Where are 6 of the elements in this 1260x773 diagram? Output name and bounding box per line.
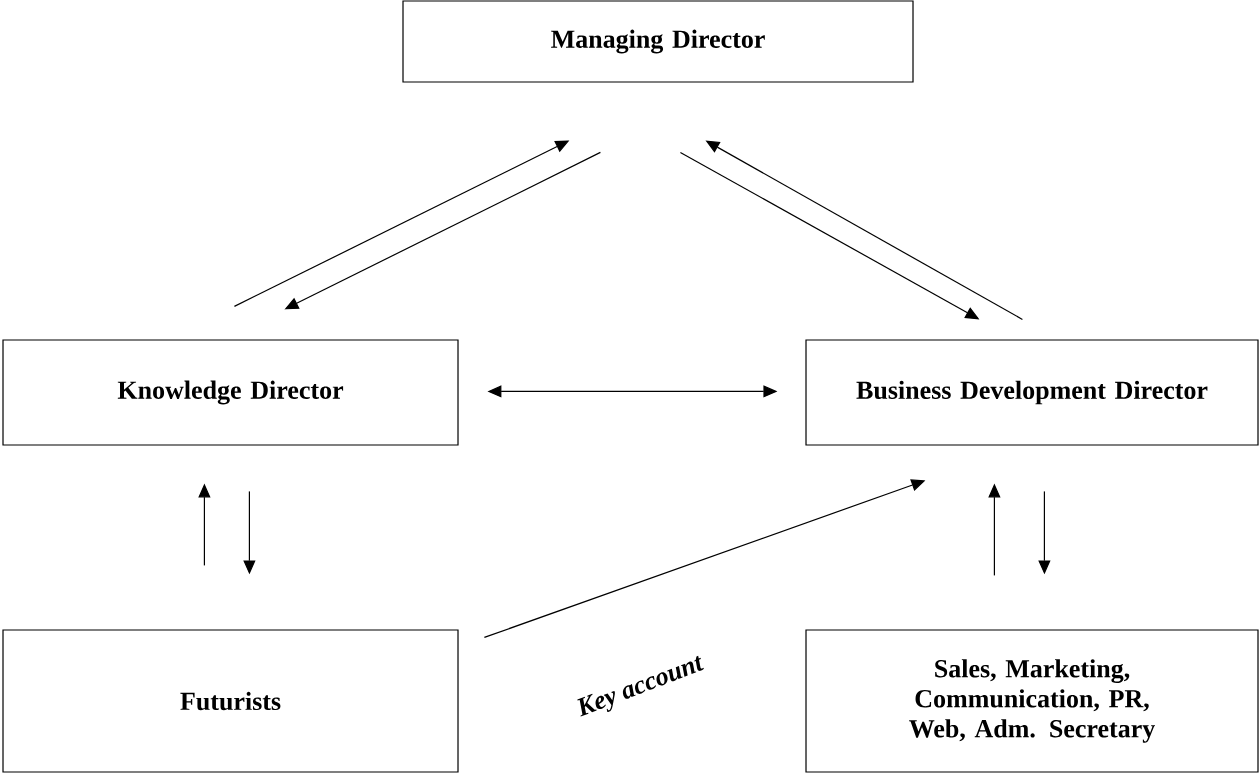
org-box: Knowledge Director — [2, 339, 459, 446]
org-box: Futurists — [2, 629, 459, 773]
org-box: Business Development Director — [805, 339, 1259, 446]
org-box: Managing Director — [402, 0, 914, 83]
org-box: Sales, Marketing, Communication, PR, Web, Adm. Secretary — [805, 629, 1259, 773]
edge-label: Key account — [577, 655, 704, 717]
